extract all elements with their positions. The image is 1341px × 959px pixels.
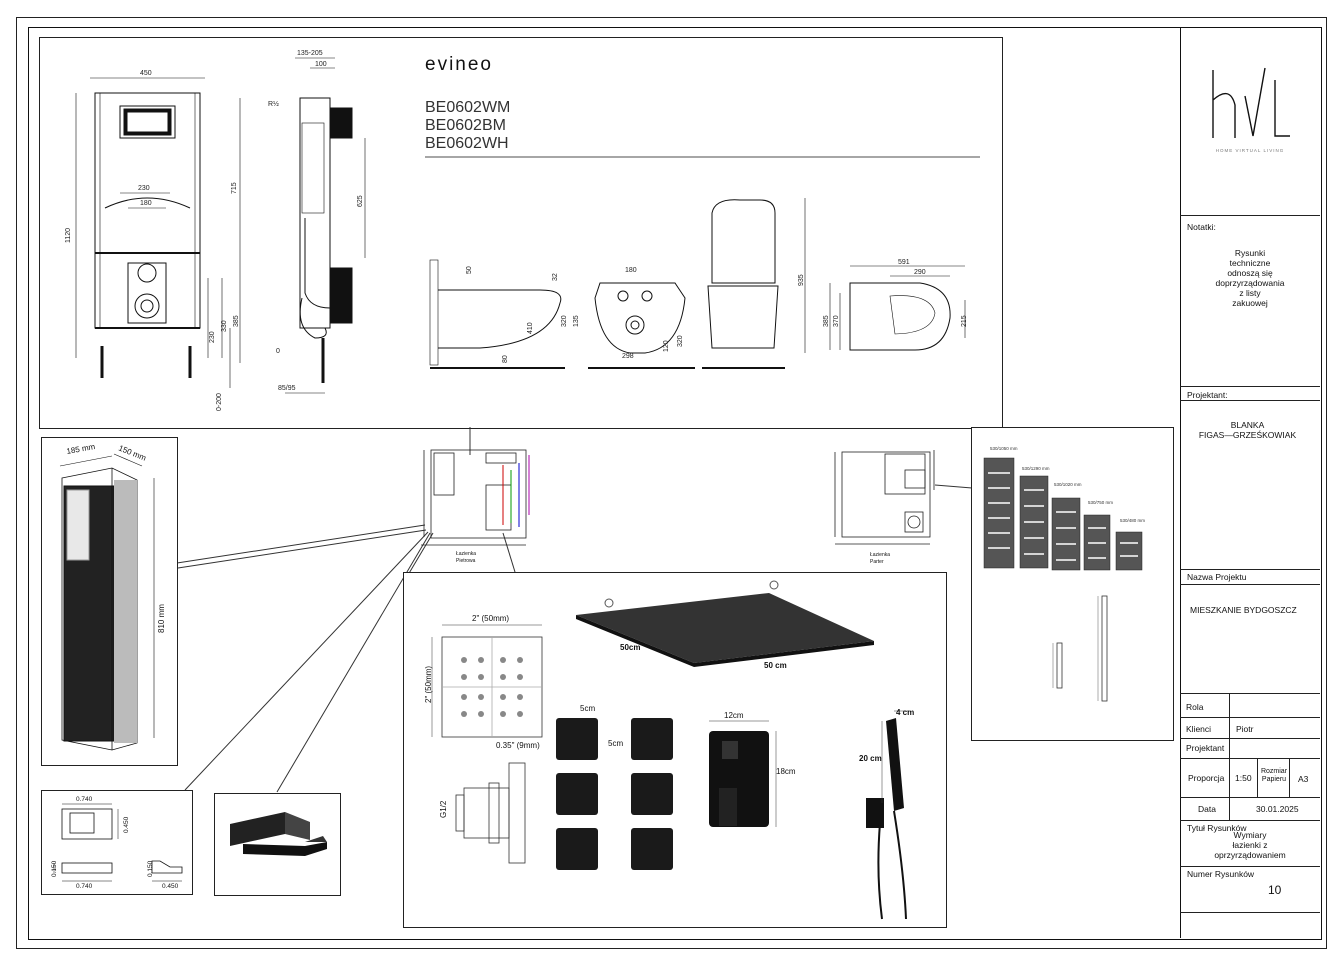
radiator-size-5: 530/480 mm: [1120, 518, 1145, 523]
dim-t290: 290: [914, 269, 926, 276]
logo-tagline: HOME VIRTUAL LIVING: [1215, 148, 1285, 153]
radiator-size-1: 530/1050 mm: [990, 446, 1018, 451]
dim-135-205: 135-205: [297, 50, 323, 57]
title-block: [1180, 27, 1321, 938]
dim-f135: 135: [573, 315, 580, 327]
dim-100: 100: [315, 61, 327, 68]
wc-model-3: BE0602WH: [425, 135, 509, 152]
title-value: Wymiary łazienki z oprzyrządowaniem: [1214, 830, 1286, 860]
shower-column-panel: 185 mm 150 mm 810 mm: [41, 437, 178, 766]
niche-0740b: 0.740: [76, 883, 93, 890]
column-width: 185 mm: [66, 442, 96, 456]
column-depth: 150 mm: [117, 444, 147, 463]
plan-upper-label-1: Łazienka: [456, 551, 476, 557]
hand-w: 4 cm: [896, 708, 914, 717]
designer-name: BLANKA FIGAS—GRZEŚKOWIAK: [1198, 420, 1297, 440]
niche-0150b: 0.150: [147, 860, 154, 877]
hvl-logo: HOME VIRTUAL LIVING: [1205, 60, 1295, 160]
radiator-size-4: 530/750 mm: [1088, 500, 1113, 505]
body-5cm-w: 5cm: [580, 704, 595, 713]
wc-brand: evineo: [425, 54, 493, 75]
radiator-panel: 530/1050 mm 530/1290 mm 530/1020 mm 530/…: [971, 427, 1174, 741]
clients-label: Klienci: [1186, 724, 1212, 734]
designer-row-label: Projektant: [1186, 743, 1225, 753]
niche-0450: 0.450: [123, 816, 130, 833]
dim-f180: 180: [625, 267, 637, 274]
dim-f120: 120: [663, 340, 670, 352]
role-label: Rola: [1186, 702, 1204, 712]
dim-0: 0: [276, 348, 280, 355]
dim-t385: 385: [823, 315, 830, 327]
plan-upper-label-2: Pietrowa: [456, 558, 476, 564]
scale-value: 1:50: [1235, 773, 1252, 783]
clients-value: Piotr: [1236, 724, 1254, 734]
project-name: MIESZKANIE BYDGOSZCZ: [1190, 605, 1297, 615]
dim-330: 330: [221, 320, 228, 332]
rain-d1: 50cm: [620, 643, 640, 652]
niche-0150: 0.150: [51, 860, 58, 877]
jet-size-w: 2" (50mm): [472, 614, 509, 623]
wc-panel: evineo BE0602WM BE0602BM BE0602WH 450 11…: [39, 37, 1003, 429]
dim-85-95: 85/95: [278, 385, 296, 392]
wc-model-1: BE0602WM: [425, 99, 510, 116]
dim-385: 385: [233, 315, 240, 327]
plan-ground-label-2: Parter: [870, 559, 884, 565]
dim-f298: 298: [622, 353, 634, 360]
dim-r12: R½: [268, 100, 279, 108]
dim-230: 230: [138, 185, 150, 192]
dim-frame-width: 450: [140, 70, 152, 77]
dim-t370: 370: [833, 315, 840, 327]
radiator-size-3: 530/1020 mm: [1054, 482, 1082, 487]
niche-0450b: 0.450: [162, 883, 179, 890]
niche-0740: 0.740: [76, 796, 93, 803]
niche-panel: 0.740 0.450 0.150 0.740 0.150 0.450: [41, 790, 193, 895]
dim-s410: 410: [527, 322, 534, 334]
dim-625: 625: [357, 195, 364, 207]
pipe-035: 0.35" (9mm): [496, 741, 540, 750]
notes-label: Notatki:: [1187, 222, 1216, 232]
number-label: Numer Rysunków: [1187, 869, 1255, 879]
dim-h935: 935: [798, 274, 805, 286]
dim-180: 180: [140, 200, 152, 207]
hand-h: 20 cm: [859, 754, 882, 763]
jet-size-h: 2" (50mm): [424, 666, 433, 703]
date-value: 30.01.2025: [1256, 804, 1299, 814]
floor-plan-upper: Łazienka Pietrowa: [416, 445, 548, 567]
notes-text: Rysunki techniczne odnoszą się doprzyrzą…: [1215, 248, 1285, 308]
date-label: Data: [1198, 804, 1216, 814]
dim-715: 715: [231, 182, 238, 194]
dim-height-1120: 1120: [65, 228, 72, 243]
dim-t591: 591: [898, 259, 910, 266]
number-value: 10: [1268, 883, 1282, 897]
mixer-w: 12cm: [724, 711, 744, 720]
column-height: 810 mm: [157, 604, 166, 633]
shower-set-panel: 2" (50mm) 2" (50mm) 50cm 50 cm 0.35" (9m…: [403, 572, 947, 928]
dim-f320b: 320: [677, 335, 684, 347]
rain-d2: 50 cm: [764, 661, 787, 670]
scale-label: Proporcja: [1188, 773, 1225, 783]
paper-label: Rozmiar Papieru: [1260, 768, 1288, 783]
wall-tap-panel: [214, 793, 341, 896]
plan-ground-label-1: Łazienka: [870, 552, 890, 558]
body-5cm-h: 5cm: [608, 739, 623, 748]
pipe-g12: G1/2: [439, 800, 448, 818]
paper-value: A3: [1298, 774, 1309, 784]
outer-frame: [16, 17, 1327, 949]
radiator-size-2: 530/1290 mm: [1022, 466, 1050, 471]
inner-frame: [28, 27, 1322, 940]
dim-s32: 32: [552, 273, 559, 281]
project-name-label: Nazwa Projektu: [1187, 572, 1247, 582]
floor-plan-ground: Łazienka Parter: [830, 440, 940, 572]
wc-model-2: BE0602BM: [425, 117, 506, 134]
dim-t215: 215: [961, 315, 968, 327]
dim-s50: 50: [466, 266, 473, 274]
title-label: Tytuł Rysunków: [1187, 823, 1247, 833]
mixer-h: 18cm: [776, 767, 796, 776]
dim-f320: 320: [561, 315, 568, 327]
designer-label: Projektant:: [1187, 390, 1228, 400]
dim-0-200: 0-200: [216, 393, 223, 411]
dim-230b: 230: [209, 331, 216, 343]
dim-s80: 80: [502, 355, 509, 363]
